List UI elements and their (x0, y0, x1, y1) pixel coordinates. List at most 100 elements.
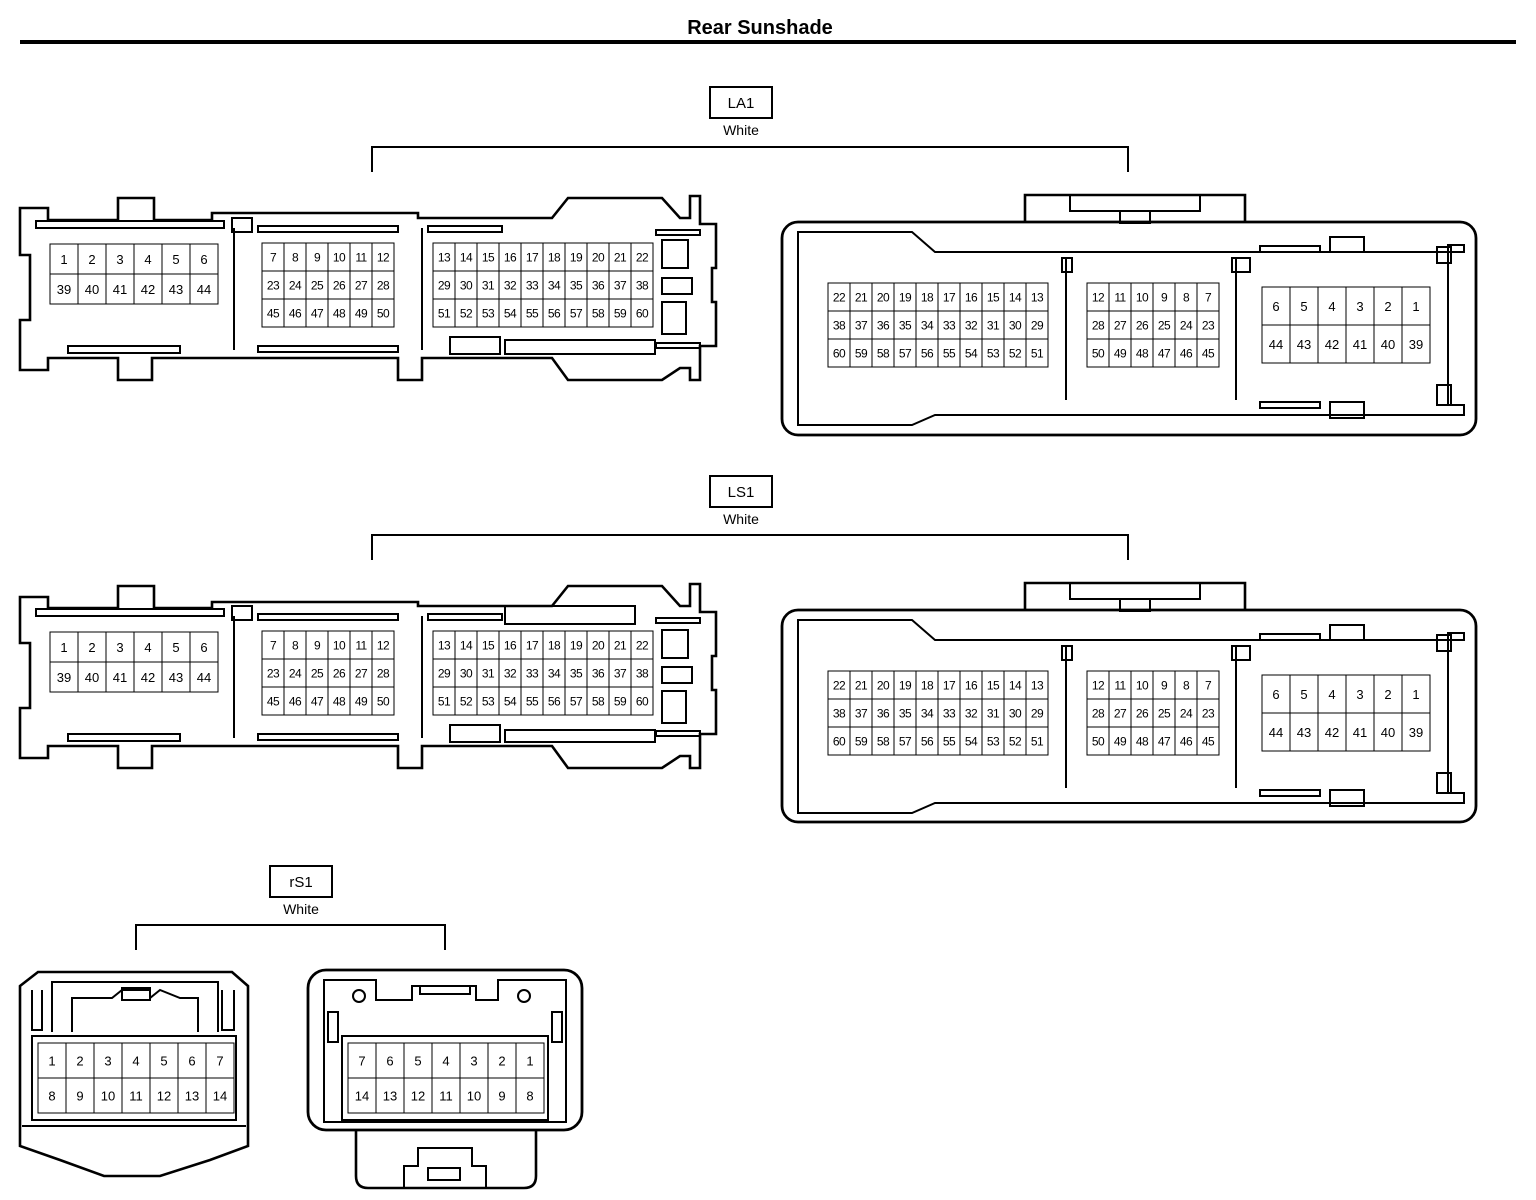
pin-cell (1261, 324, 1291, 364)
pin-number: 3 (104, 1054, 111, 1069)
pin-number: 6 (200, 640, 207, 655)
pin-number: 34 (921, 707, 934, 721)
pin-number: 15 (482, 251, 495, 265)
pin-number: 51 (438, 695, 451, 709)
pin-number: 38 (636, 667, 649, 681)
pin-cell (49, 631, 79, 663)
pin-number: 6 (188, 1054, 195, 1069)
pin-number: 9 (498, 1089, 505, 1104)
pin-number: 31 (482, 279, 495, 293)
pin-number: 11 (129, 1089, 143, 1104)
pin-cell (1196, 338, 1220, 368)
latch-slot (655, 342, 701, 349)
pin-number: 42 (1325, 337, 1339, 352)
guide-hole (352, 989, 366, 1003)
pin-cell (630, 686, 654, 716)
pin-number: 30 (460, 279, 473, 293)
pin-cell (1401, 712, 1431, 752)
pin-number: 59 (855, 735, 868, 749)
pin-number: 17 (943, 679, 956, 693)
pin-number: 42 (141, 282, 155, 297)
pin-number: 34 (548, 667, 561, 681)
pin-number: 40 (1381, 725, 1395, 740)
pin-cell (37, 1042, 67, 1079)
pin-number: 19 (899, 291, 912, 305)
connector-code-la1: LA1 (728, 95, 755, 112)
pin-number: 3 (116, 252, 123, 267)
pin-number: 17 (526, 639, 539, 653)
pin-cell (121, 1077, 151, 1114)
pin-number: 19 (899, 679, 912, 693)
pin-cell (1401, 324, 1431, 364)
pin-number: 28 (377, 667, 390, 681)
pin-number: 47 (1158, 347, 1171, 361)
latch-slot (257, 225, 399, 233)
pin-cell (375, 1042, 405, 1079)
pin-number: 26 (1136, 707, 1149, 721)
latch-slot (35, 608, 225, 617)
pin-number: 21 (614, 251, 627, 265)
pin-number: 4 (442, 1054, 449, 1069)
pin-number: 13 (185, 1089, 199, 1104)
latch-slot (35, 220, 225, 229)
pin-number: 36 (877, 707, 890, 721)
pin-number: 27 (1114, 707, 1127, 721)
pin-number: 57 (899, 347, 912, 361)
pin-number: 56 (921, 347, 934, 361)
pin-cell (1196, 726, 1220, 756)
pin-number: 10 (467, 1089, 481, 1104)
pin-cell (1345, 712, 1375, 752)
pin-number: 45 (1202, 735, 1215, 749)
pin-number: 16 (965, 291, 978, 305)
pin-number: 51 (438, 307, 451, 321)
pin-cell (1025, 726, 1049, 756)
latch-slot (1259, 401, 1321, 409)
latch-slot (551, 1011, 563, 1043)
pin-number: 41 (1353, 725, 1367, 740)
pin-number: 46 (1180, 347, 1193, 361)
pin-number: 8 (1183, 679, 1190, 693)
pin-cell (93, 1042, 123, 1079)
connector-code-rs1: rS1 (289, 874, 312, 891)
pin-number: 39 (1409, 337, 1423, 352)
page-title: Rear Sunshade (687, 17, 833, 39)
pin-number: 12 (1092, 291, 1105, 305)
pin-number: 59 (614, 695, 627, 709)
pin-number: 23 (1202, 707, 1215, 721)
pin-number: 24 (1180, 319, 1193, 333)
pin-cell (105, 631, 135, 663)
latch-slot (661, 629, 689, 659)
pin-number: 47 (311, 695, 324, 709)
pin-cell (105, 661, 135, 693)
pin-number: 60 (636, 307, 649, 321)
pin-number: 48 (1136, 735, 1149, 749)
pin-number: 46 (1180, 735, 1193, 749)
pin-number: 10 (333, 251, 346, 265)
pin-number: 22 (636, 639, 649, 653)
pin-number: 12 (157, 1089, 171, 1104)
pin-number: 24 (289, 667, 302, 681)
pin-cell (630, 298, 654, 328)
pin-cell (371, 298, 395, 328)
latch-slot (1069, 194, 1201, 212)
pin-cell (161, 661, 191, 693)
pin-number: 14 (355, 1089, 369, 1104)
pin-number: 23 (267, 279, 280, 293)
latch-slot (1436, 246, 1452, 264)
latch-slot (121, 987, 151, 1001)
pin-number: 9 (314, 251, 321, 265)
pin-number: 5 (172, 640, 179, 655)
pin-cell (149, 1042, 179, 1079)
pin-cell (431, 1077, 461, 1114)
pin-number: 57 (570, 307, 583, 321)
latch-slot (419, 985, 471, 995)
pin-number: 15 (987, 679, 1000, 693)
pin-number: 38 (833, 319, 846, 333)
latch-slot (1061, 645, 1073, 661)
pin-number: 56 (548, 307, 561, 321)
